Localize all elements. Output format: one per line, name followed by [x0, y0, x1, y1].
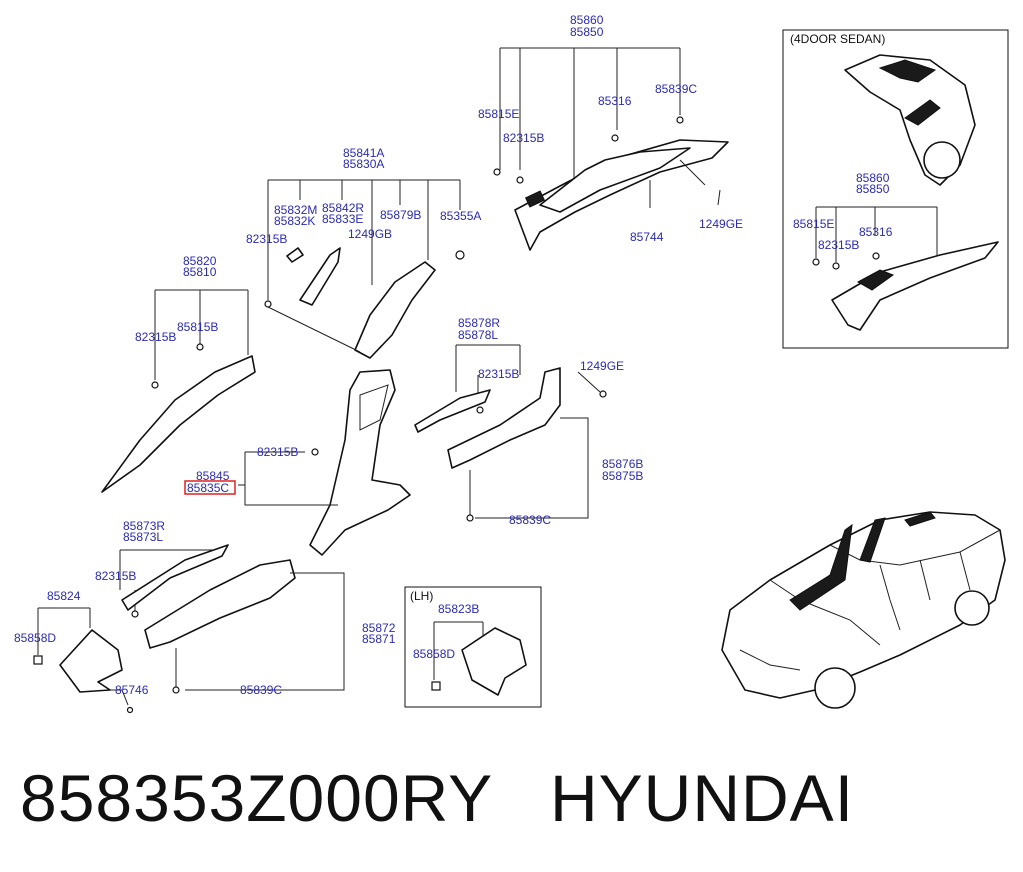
- label-85832M[interactable]: 85832M: [274, 203, 317, 217]
- rear-scuff-trim: [447, 367, 561, 469]
- label-85873R[interactable]: 85873R: [123, 519, 165, 533]
- label-85875B[interactable]: 85875B: [602, 469, 643, 483]
- label-85815B[interactable]: 85815B: [177, 320, 218, 334]
- front-scuff-group: 85873R 85873L 82315B 85872 85871 85839C: [95, 519, 396, 697]
- label-85746[interactable]: 85746: [115, 683, 149, 697]
- label-sedan-85316[interactable]: 85316: [859, 225, 893, 239]
- label-85860[interactable]: 85860: [570, 13, 604, 27]
- label-85858D-lh[interactable]: 85858D: [413, 647, 455, 661]
- caption-part-number: 858353Z000RY: [20, 761, 492, 835]
- label-82315B-d[interactable]: 82315B: [257, 445, 298, 459]
- label-85879B[interactable]: 85879B: [380, 208, 421, 222]
- label-85833E[interactable]: 85833E: [322, 212, 363, 226]
- label-85823B[interactable]: 85823B: [438, 602, 479, 616]
- caption: 858353Z000RY HYUNDAI: [20, 760, 854, 836]
- label-1249GB[interactable]: 1249GB: [348, 227, 392, 241]
- label-85830A[interactable]: 85830A: [343, 157, 384, 171]
- a-pillar-trim: [101, 355, 256, 493]
- caption-brand: HYUNDAI: [550, 761, 855, 835]
- label-85841A[interactable]: 85841A: [343, 146, 384, 160]
- label-85355A[interactable]: 85355A: [440, 209, 481, 223]
- label-85842R[interactable]: 85842R: [322, 201, 364, 215]
- center-pillar-upper-trim: [354, 261, 436, 359]
- front-scuff-trim: [144, 559, 296, 649]
- label-sedan-85850[interactable]: 85850: [856, 182, 890, 196]
- label-85872[interactable]: 85872: [362, 621, 396, 635]
- label-85810[interactable]: 85810: [183, 265, 217, 279]
- label-85878R[interactable]: 85878R: [458, 316, 500, 330]
- center-pillar-upper-group: 85841A 85830A 85832M 85832K 85842R 85833…: [246, 146, 481, 359]
- label-85850[interactable]: 85850: [570, 25, 604, 39]
- label-85744[interactable]: 85744: [630, 230, 664, 244]
- label-82315B-top[interactable]: 82315B: [503, 131, 544, 145]
- lh-inset-title: (LH): [410, 589, 433, 603]
- label-1249GE-top[interactable]: 1249GE: [699, 217, 743, 231]
- label-82315B-c[interactable]: 82315B: [478, 367, 519, 381]
- label-85878L[interactable]: 85878L: [458, 328, 498, 342]
- label-85839C-bot[interactable]: 85839C: [240, 683, 282, 697]
- lh-inset-frame: [404, 586, 542, 708]
- label-85839C-top[interactable]: 85839C: [655, 82, 697, 96]
- label-sedan-82315B[interactable]: 82315B: [818, 238, 859, 252]
- label-85832K[interactable]: 85832K: [274, 214, 315, 228]
- label-85858D[interactable]: 85858D: [14, 631, 56, 645]
- rear-scuff-group: 85878R 85878L 82315B 1249GE 85876B 85875…: [414, 316, 643, 527]
- label-85873L[interactable]: 85873L: [123, 530, 163, 544]
- label-sedan-85860[interactable]: 85860: [856, 171, 890, 185]
- label-85815E[interactable]: 85815E: [478, 107, 519, 121]
- label-82315B-e[interactable]: 82315B: [95, 569, 136, 583]
- label-sedan-85815E[interactable]: 85815E: [793, 217, 834, 231]
- label-82315B-b[interactable]: 82315B: [246, 232, 287, 246]
- sedan-inset: (4DOOR SEDAN) 85860 85850 85815E 85316 8…: [782, 29, 1009, 349]
- rear-pillar-trim-group: 85860 85850 85815E 82315B 85316 85839C 8…: [478, 13, 743, 251]
- car-illustration: [721, 511, 1006, 709]
- label-85839C-mid[interactable]: 85839C: [509, 513, 551, 527]
- label-82315B-a[interactable]: 82315B: [135, 330, 176, 344]
- lh-inset: (LH) 85823B 85858D: [404, 586, 542, 708]
- label-1249GE-mid[interactable]: 1249GE: [580, 359, 624, 373]
- label-85824[interactable]: 85824: [47, 589, 81, 603]
- b-pillar-lower-group: 82315B 85845 85835C: [184, 369, 411, 556]
- sedan-inset-frame: [782, 29, 1009, 349]
- cowl-side-trim: [59, 629, 123, 693]
- cowl-side-group: 85824 85858D 85746: [14, 589, 149, 714]
- label-85871[interactable]: 85871: [362, 632, 396, 646]
- label-85876B[interactable]: 85876B: [602, 457, 643, 471]
- highlight-box: [184, 480, 236, 495]
- label-85845[interactable]: 85845: [196, 469, 230, 483]
- label-85316[interactable]: 85316: [598, 94, 632, 108]
- sedan-inset-title: (4DOOR SEDAN): [790, 32, 885, 46]
- label-85820[interactable]: 85820: [183, 254, 217, 268]
- a-pillar-group: 85820 85810 82315B 85815B: [101, 254, 256, 493]
- label-85835C[interactable]: 85835C: [187, 481, 229, 495]
- b-pillar-lower-trim: [309, 369, 411, 556]
- parts-diagram: 85860 85850 85815E 82315B 85316 85839C 8…: [14, 13, 1009, 714]
